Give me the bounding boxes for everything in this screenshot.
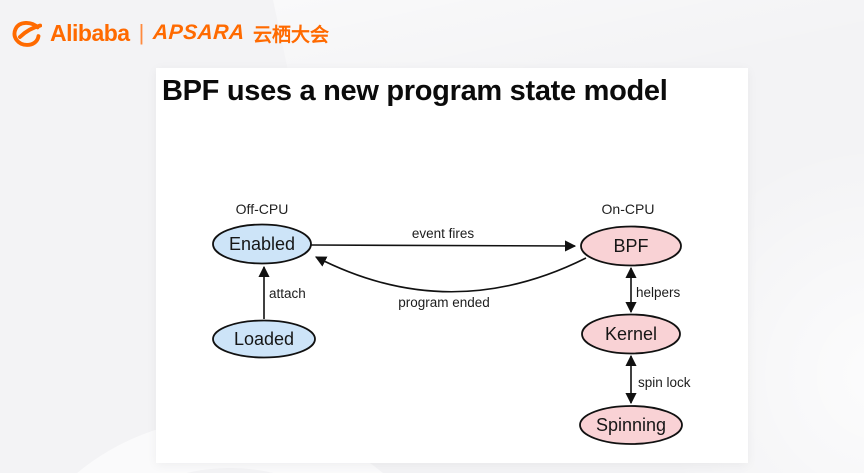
brand-header: Alibaba | APSARA 云栖大会	[12, 19, 329, 47]
state-diagram: Off-CPU On-CPU event fires program ended…	[212, 201, 691, 445]
slide: BPF uses a new program state model Off-C…	[156, 68, 748, 463]
edge-label-program-ended: program ended	[398, 295, 490, 310]
node-enabled	[212, 223, 312, 265]
edge-label-event-fires: event fires	[412, 226, 475, 241]
alibaba-logo-icon	[12, 20, 42, 47]
node-loaded	[212, 319, 316, 359]
brand-conference-text: 云栖大会	[252, 24, 329, 46]
brand-alibaba-text: Alibaba	[50, 19, 130, 46]
node-loaded-label: Loaded	[234, 329, 294, 349]
edge-program-ended-arrow	[315, 256, 587, 293]
node-spinning-label: Spinning	[596, 415, 666, 435]
column-label-on-cpu: On-CPU	[602, 201, 655, 217]
brand-apsara-text: APSARA	[152, 21, 246, 44]
edge-label-spin-lock: spin lock	[638, 375, 691, 390]
node-bpf	[580, 225, 682, 267]
column-label-off-cpu: Off-CPU	[236, 201, 289, 217]
edge-event-fires-arrow	[310, 240, 577, 252]
edge-label-helpers: helpers	[636, 285, 681, 300]
brand-separator: |	[138, 20, 145, 45]
node-spinning	[579, 405, 683, 445]
node-kernel-label: Kernel	[605, 324, 657, 344]
slide-title: BPF uses a new program state model	[162, 75, 668, 107]
node-kernel	[581, 313, 681, 355]
node-enabled-label: Enabled	[229, 234, 295, 254]
node-bpf-label: BPF	[613, 236, 648, 256]
edge-label-attach: attach	[269, 286, 306, 301]
